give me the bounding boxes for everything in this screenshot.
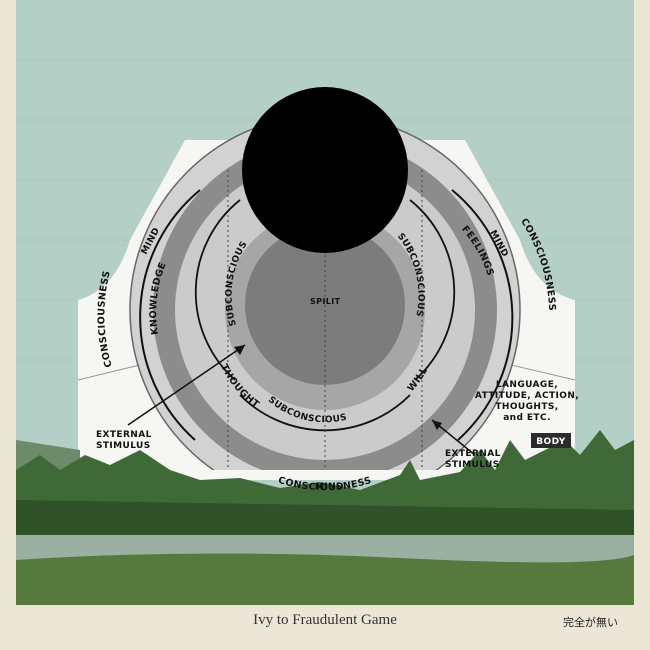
label-spilit: SPILIT — [310, 297, 341, 306]
black-sun — [242, 87, 408, 253]
label-external-right-2: STIMULUS — [445, 460, 500, 470]
label-external-left-2: STIMULUS — [96, 441, 151, 451]
stimulus-arrowhead-left — [234, 345, 245, 355]
flow-arrow-right-mid — [409, 199, 456, 381]
label-language-4: and ETC. — [503, 413, 551, 423]
grass-foreground — [16, 553, 634, 605]
stimulus-arrow-left — [127, 344, 246, 426]
mind-diagram — [129, 114, 521, 470]
flow-arrow-left-outer — [139, 189, 201, 441]
flow-arrow-right-outer — [451, 189, 514, 441]
flow-arrow-left-mid — [194, 199, 241, 381]
label-language-3: THOUGHTS, — [495, 402, 558, 412]
forest-shadow — [16, 500, 634, 545]
album-subtitle: 完全が無い — [563, 616, 618, 629]
body-badge — [531, 433, 571, 448]
stimulus-arrowhead-right — [432, 420, 442, 430]
label-language-2: ATTITUDE, ACTION, — [475, 391, 579, 401]
body-badge-label: BODY — [536, 437, 566, 447]
label-external-left-1: EXTERNAL — [96, 430, 152, 440]
flow-arrow-bottom — [239, 394, 411, 432]
label-external-right-1: EXTERNAL — [445, 449, 501, 459]
album-artist-title: Ivy to Fraudulent Game — [253, 612, 397, 628]
label-bottom-mind: MIND — [315, 482, 344, 492]
label-language-1: LANGUAGE, — [496, 380, 558, 390]
